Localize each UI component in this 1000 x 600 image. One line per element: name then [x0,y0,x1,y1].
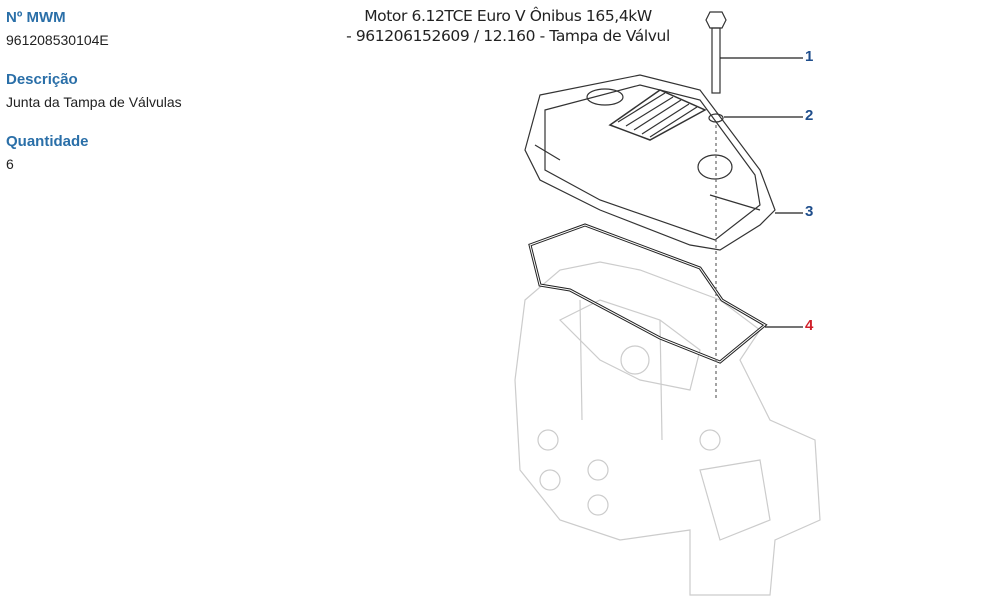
quantity-value: 6 [6,156,14,172]
quantity-label: Quantidade [6,133,89,150]
callout-4[interactable]: 4 [805,317,814,334]
description-value: Junta da Tampa de Válvulas [6,94,182,110]
part-number-label: Nº MWM [6,9,66,26]
part-info-panel: Nº MWM 961208530104E Descrição Junta da … [6,8,182,194]
valve-cover-drawing [524,74,776,251]
part-number-value: 961208530104E [6,32,109,48]
description-label: Descrição [6,71,78,88]
washer-drawing [708,113,724,123]
cylinder-head-drawing [514,261,821,596]
diagram-title-line2: - 961206152609 / 12.160 - Tampa de Válvu… [346,27,670,45]
callout-3[interactable]: 3 [805,203,814,220]
callout-1[interactable]: 1 [805,48,814,65]
diagram-title: Motor 6.12TCE Euro V Ônibus 165,4kW - 96… [338,6,678,46]
gasket-drawing [528,223,768,364]
diagram-title-line1: Motor 6.12TCE Euro V Ônibus 165,4kW [364,7,652,25]
callout-2[interactable]: 2 [805,107,814,124]
bolt-drawing [705,11,727,123]
